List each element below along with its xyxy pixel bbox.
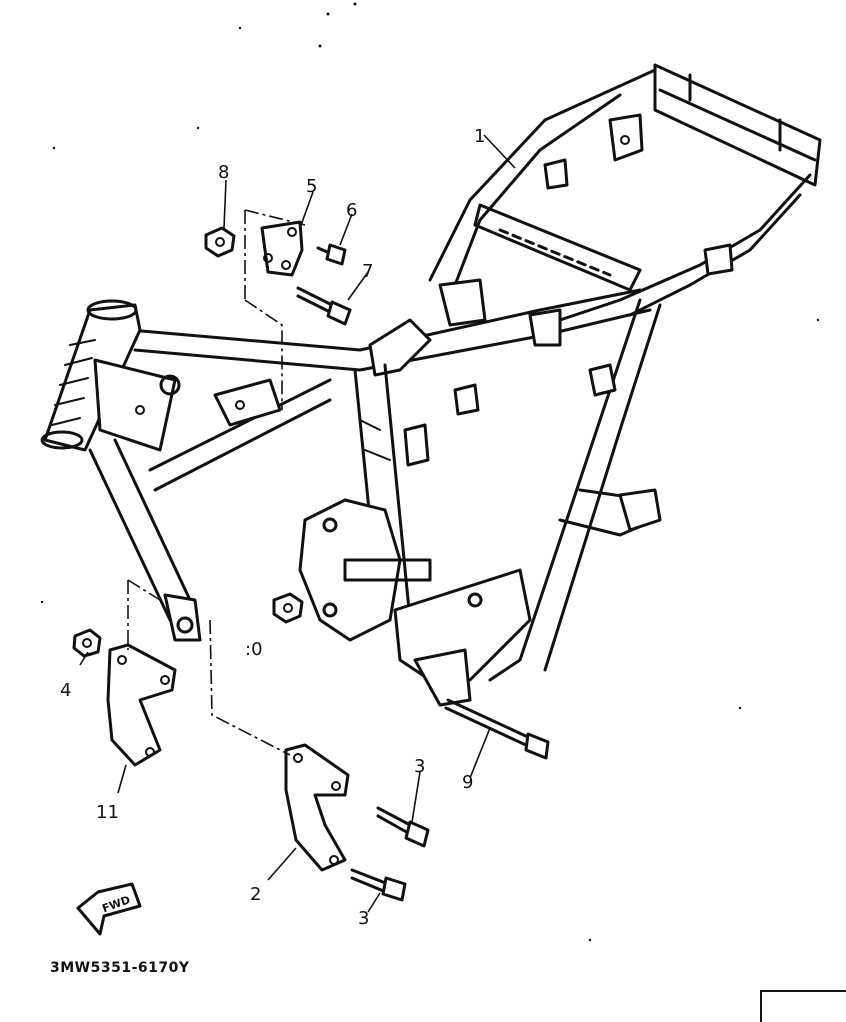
- callout-9: 9: [462, 772, 473, 793]
- part-11-bracket: [106, 643, 177, 767]
- diagram-code: 3MW5351-6170Y: [50, 960, 190, 976]
- part-6-bolt: [316, 243, 347, 266]
- callout-4: 4: [60, 680, 71, 701]
- assembly-lines: [127, 209, 306, 756]
- callout-7: 7: [362, 261, 373, 282]
- part-5-bracket: [260, 220, 304, 277]
- callout-10: :0: [245, 639, 263, 660]
- callout-6: 6: [346, 200, 357, 221]
- part-4-nut: [72, 628, 102, 658]
- scan-specks: [40, 2, 820, 942]
- callout-3-upper: 3: [414, 756, 425, 777]
- callout-1: 1: [474, 126, 485, 147]
- part-10-nut: [272, 592, 304, 624]
- part-9-bolt: [444, 698, 550, 760]
- callout-labels: 1 8 5 6 7 :0 4 11 3 9 2 3: [60, 126, 485, 929]
- corner-frame: [760, 990, 846, 1022]
- main-frame: [40, 63, 822, 707]
- part-8-nut: [204, 226, 236, 258]
- part-3-bolt-lower: [350, 868, 407, 902]
- part-3-bolt-upper: [376, 806, 430, 848]
- fwd-arrow-icon: FWD: [76, 882, 142, 936]
- callout-5: 5: [306, 176, 317, 197]
- leader-lines: [79, 134, 516, 913]
- part-7-bolt: [296, 286, 352, 326]
- part-2-bracket: [284, 743, 350, 872]
- callout-8: 8: [218, 162, 229, 183]
- callout-11: 11: [96, 802, 119, 823]
- callout-2: 2: [250, 884, 261, 905]
- callout-3-lower: 3: [358, 908, 369, 929]
